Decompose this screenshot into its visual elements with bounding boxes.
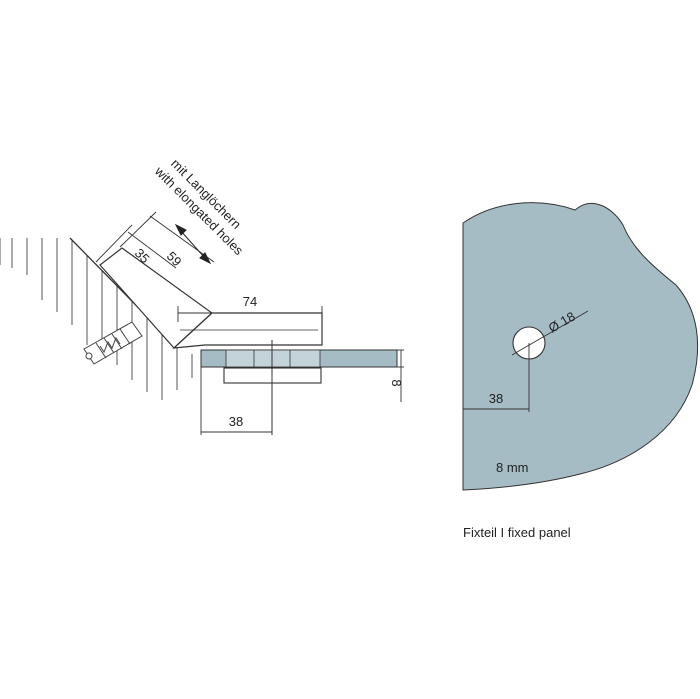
hinge-bracket xyxy=(99,247,323,349)
figure-caption: Fixteil I fixed panel xyxy=(463,525,571,540)
dim-38-front xyxy=(463,343,530,412)
glass-panel-side xyxy=(200,349,398,368)
anchor-bolt xyxy=(83,321,143,365)
dim-8-label: 8 xyxy=(389,379,404,386)
dim-18-leader xyxy=(511,310,589,356)
dim-38-side-label: 38 xyxy=(229,414,243,429)
glass-thickness-label: 8 mm xyxy=(496,460,529,475)
dim-74-label: 74 xyxy=(243,294,257,309)
slot-direction-arrow xyxy=(174,223,212,265)
dim-38-front-label: 38 xyxy=(489,391,503,406)
dim-38-side xyxy=(200,367,272,435)
dim-8 xyxy=(397,349,404,402)
dim-74 xyxy=(177,306,323,322)
dim-59-label: 59 xyxy=(164,248,185,269)
glass-panel-front xyxy=(462,202,699,491)
